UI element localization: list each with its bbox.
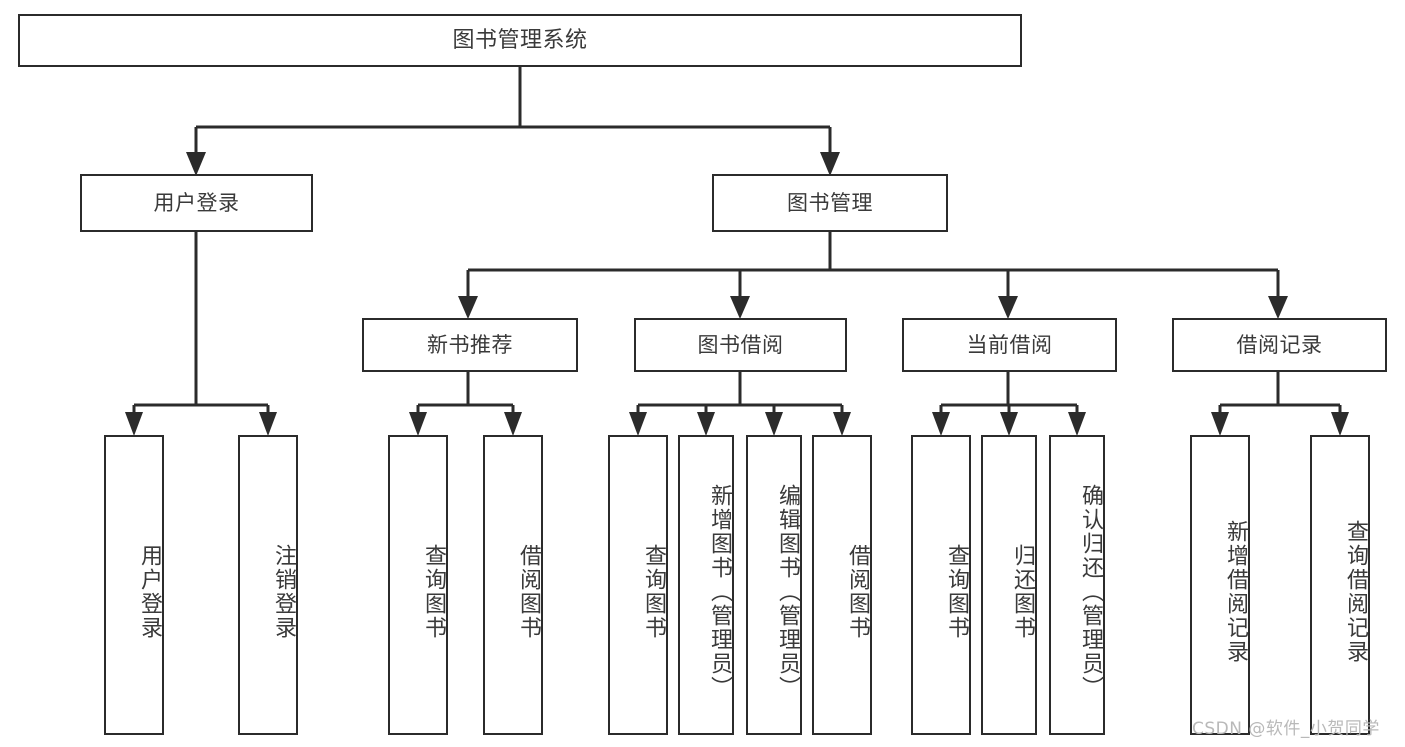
leaf-current-borrow-query[interactable]: 查询图书 <box>911 435 971 735</box>
node-label: 查询图书 <box>421 544 446 640</box>
node-current-borrow[interactable]: 当前借阅 <box>902 318 1117 372</box>
node-borrow-record[interactable]: 借阅记录 <box>1172 318 1387 372</box>
leaf-user-login-login[interactable]: 用户登录 <box>104 435 164 735</box>
arrowhead-bb-leaf4 <box>833 412 851 436</box>
arrowhead-book-borrow <box>730 296 750 319</box>
node-book-borrow[interactable]: 图书借阅 <box>634 318 847 372</box>
node-label: 查询图书 <box>641 544 666 640</box>
node-label: 图书管理 <box>787 190 873 215</box>
node-label: 当前借阅 <box>966 332 1053 357</box>
node-label: 图书管理系统 <box>452 27 588 53</box>
node-label: 借阅记录 <box>1236 332 1323 357</box>
leaf-user-login-logout[interactable]: 注销登录 <box>238 435 298 735</box>
node-new-book-recommend[interactable]: 新书推荐 <box>362 318 578 372</box>
node-label: 借阅图书 <box>845 544 870 640</box>
arrowhead-bb-leaf1 <box>629 412 647 436</box>
node-label: 图书借阅 <box>697 332 784 357</box>
arrowhead-current-borrow <box>998 296 1018 319</box>
node-label: 编辑图书（管理员） <box>775 484 800 700</box>
leaf-book-borrow-edit[interactable]: 编辑图书（管理员） <box>746 435 802 735</box>
node-label: 新增图书（管理员） <box>707 484 732 700</box>
leaf-book-borrow-borrow[interactable]: 借阅图书 <box>812 435 872 735</box>
arrowhead-bb-leaf3 <box>765 412 783 436</box>
csdn-watermark: CSDN @软件_小贺同学 <box>1192 719 1380 739</box>
arrowhead-cb-leaf2 <box>1000 412 1018 436</box>
node-book-management[interactable]: 图书管理 <box>712 174 948 232</box>
leaf-current-borrow-confirm[interactable]: 确认归还（管理员） <box>1049 435 1105 735</box>
node-label: 新增借阅记录 <box>1223 520 1248 664</box>
arrowhead-user-login <box>186 152 206 176</box>
arrowhead-new-book <box>458 296 478 319</box>
leaf-new-book-query[interactable]: 查询图书 <box>388 435 448 735</box>
leaf-book-borrow-add[interactable]: 新增图书（管理员） <box>678 435 734 735</box>
arrowhead-nb-leaf2 <box>504 412 522 436</box>
arrowhead-book-manage <box>820 152 840 176</box>
node-label: 借阅图书 <box>516 544 541 640</box>
node-root-system[interactable]: 图书管理系统 <box>18 14 1022 67</box>
node-label: 查询借阅记录 <box>1343 520 1368 664</box>
leaf-borrow-record-query[interactable]: 查询借阅记录 <box>1310 435 1370 735</box>
arrowhead-ul-leaf1 <box>125 412 143 436</box>
node-label: 用户登录 <box>153 190 240 215</box>
node-label: 确认归还（管理员） <box>1078 484 1103 700</box>
leaf-book-borrow-query[interactable]: 查询图书 <box>608 435 668 735</box>
arrowhead-bb-leaf2 <box>697 412 715 436</box>
arrowhead-br-leaf2 <box>1331 412 1349 436</box>
arrowhead-cb-leaf3 <box>1068 412 1086 436</box>
leaf-current-borrow-return[interactable]: 归还图书 <box>981 435 1037 735</box>
node-user-login[interactable]: 用户登录 <box>80 174 313 232</box>
leaf-borrow-record-add[interactable]: 新增借阅记录 <box>1190 435 1250 735</box>
node-label: 查询图书 <box>944 544 969 640</box>
leaf-new-book-borrow[interactable]: 借阅图书 <box>483 435 543 735</box>
node-label: 新书推荐 <box>427 332 513 357</box>
arrowhead-nb-leaf1 <box>409 412 427 436</box>
node-label: 注销登录 <box>271 544 296 640</box>
arrowhead-borrow-record <box>1268 296 1288 319</box>
arrowhead-ul-leaf2 <box>259 412 277 436</box>
arrowhead-br-leaf1 <box>1211 412 1229 436</box>
node-label: 归还图书 <box>1010 544 1035 640</box>
node-label: 用户登录 <box>137 544 162 640</box>
arrowhead-cb-leaf1 <box>932 412 950 436</box>
